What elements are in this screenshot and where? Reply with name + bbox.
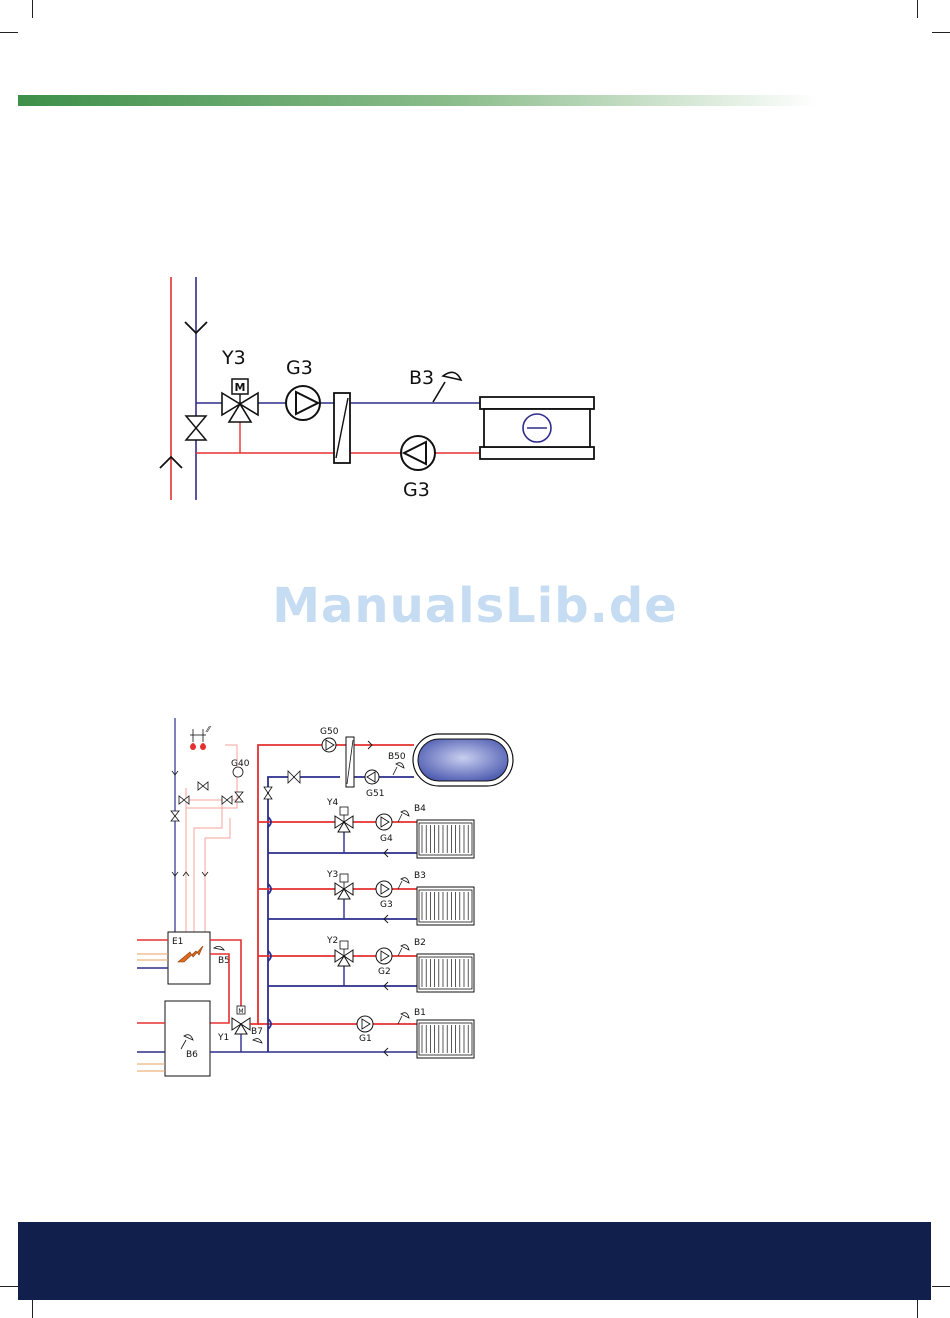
return-riser-pipe [268,777,340,1052]
label-b50: B50 [388,752,406,762]
label-g1: G1 [359,1034,372,1044]
label-y3: Y3 [326,870,338,880]
valve-motor-icon [340,941,348,949]
source-pipe [194,798,222,932]
valve-motor-icon [340,874,348,882]
sensor-icon [401,945,409,950]
pipe [210,940,241,1013]
sensor-icon [401,878,409,883]
label-g50: G50 [320,727,339,737]
motor-label: M [238,1008,243,1015]
label-g40: G40 [231,759,250,769]
valve-icon [179,796,189,804]
label-y1: Y1 [217,1033,229,1043]
valve-icon [235,792,243,802]
valve-icon [198,782,208,790]
label-g51: G51 [366,789,384,799]
storage-tank-icon [418,739,508,781]
label-b5: B5 [218,956,230,966]
label-b7: B7 [251,1027,263,1037]
pump-label-return: G3 [403,479,430,501]
pump-label-supply: G3 [286,357,313,379]
valve-label-y3: Y3 [221,347,246,369]
footer-band [18,1222,931,1300]
label-g4: G4 [380,834,393,844]
drop-icon [190,743,196,750]
three-way-valve-icon [232,1018,250,1034]
unit-bottom-rail [480,447,594,459]
label-g2: G2 [378,967,391,977]
valve-icon [222,796,232,804]
sensor-icon [443,372,461,380]
sensor-icon [214,946,224,950]
label-b6: B6 [186,1050,198,1060]
diagram-bottom: G40 ⁄⁄ E1 B5 B6 M [137,718,513,1076]
storage-b6-box [165,1001,210,1076]
unit-top-rail [480,397,594,409]
label-y2: Y2 [326,936,338,946]
pump-icon [286,386,320,420]
motor-label: M [235,381,246,394]
diagram-top: M Y3 G3 B3 G3 [160,277,594,501]
sensor-stem [398,814,402,822]
sensor-label-b3: B3 [409,367,434,389]
sensor-stem [398,1016,402,1024]
source-pipe [205,818,230,932]
balancing-valve-icon [186,416,206,440]
valve-icon [264,787,272,799]
sensor-stem [393,767,397,775]
sensor-stem [398,948,402,956]
label-b4: B4 [414,804,426,814]
tap-mark: ⁄⁄ [205,725,211,734]
label-g3: G3 [380,900,393,910]
valve-motor-icon [340,807,348,815]
valve-icon [171,811,179,821]
label-e1: E1 [172,937,183,947]
drop-icon [200,743,206,750]
heating-circuits [258,807,474,1058]
watermark: ManualsLib.de [0,578,950,634]
sensor-icon [253,1039,262,1043]
sensor-icon [401,811,409,816]
sensor-stem [433,382,445,402]
label-y4: Y4 [326,798,338,808]
label-b3: B3 [414,871,426,881]
label-b2: B2 [414,938,426,948]
valve-icon [288,771,300,783]
sensor-icon [401,1013,409,1018]
sensor-stem [398,881,402,889]
label-b1: B1 [414,1008,426,1018]
